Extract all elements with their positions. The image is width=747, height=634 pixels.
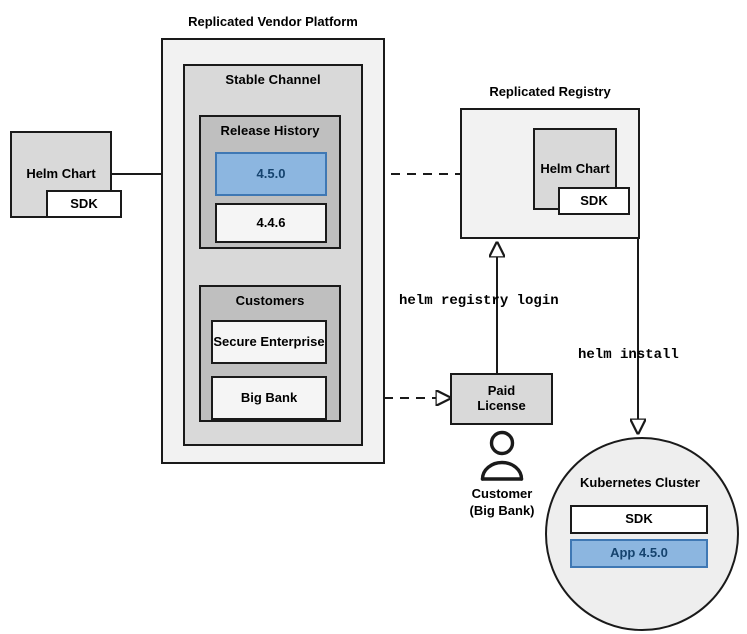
command-helm-install: helm install	[578, 347, 679, 363]
cluster-workload-sdk[interactable]: SDK	[570, 505, 708, 534]
release-history-title: Release History	[220, 123, 320, 138]
paid-license-box[interactable]: Paid License	[450, 373, 553, 425]
kubernetes-cluster-circle	[545, 437, 739, 631]
customers-title: Customers	[235, 293, 305, 308]
registry-helm-chart-sdk-box[interactable]: SDK	[558, 187, 630, 215]
customer-actor-label-line1: Customer	[471, 486, 533, 501]
registry-title: Replicated Registry	[489, 84, 611, 99]
command-helm-registry-login: helm registry login	[399, 293, 559, 309]
person-icon	[480, 430, 524, 481]
paid-license-label-line1: Paid	[487, 383, 516, 399]
cluster-workload-app[interactable]: App 4.5.0	[570, 539, 708, 568]
vendor-platform-title: Replicated Vendor Platform	[188, 14, 358, 29]
stable-channel-title: Stable Channel	[225, 72, 321, 87]
customer-item-big-bank[interactable]: Big Bank	[211, 376, 327, 420]
release-item-4-5-0[interactable]: 4.5.0	[215, 152, 327, 196]
customer-item-secure-enterprise[interactable]: Secure Enterprise	[211, 320, 327, 364]
kubernetes-cluster-title: Kubernetes Cluster	[580, 475, 700, 490]
source-helm-chart-sdk-box[interactable]: SDK	[46, 190, 122, 218]
customer-actor-label-line2: (Big Bank)	[469, 503, 535, 518]
paid-license-label-line2: License	[477, 398, 526, 413]
release-item-4-4-6[interactable]: 4.4.6	[215, 203, 327, 243]
